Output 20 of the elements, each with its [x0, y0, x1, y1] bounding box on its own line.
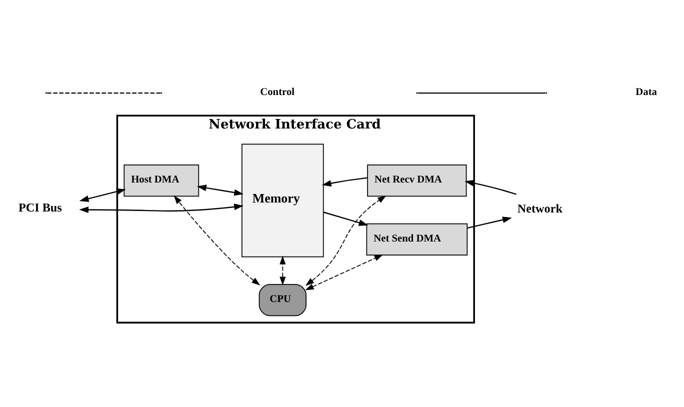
arrow: [305, 196, 386, 286]
arrow: [79, 204, 244, 213]
node-box: Net Send DMA: [366, 223, 468, 256]
arrow: [280, 256, 286, 286]
node-box: Net Recv DMA: [367, 164, 467, 197]
arrow: [323, 212, 368, 226]
node-box: Memory: [242, 144, 324, 258]
arrow: [322, 177, 368, 187]
node-text: PCI Bus: [18, 200, 62, 214]
node-box: CPU: [258, 284, 306, 316]
arrow: [305, 254, 384, 290]
arrow: [174, 195, 260, 286]
arrow: [196, 184, 244, 196]
legend-label: Control: [260, 86, 295, 98]
arrow: [79, 188, 126, 202]
arrow: [467, 216, 512, 229]
legend-label: Data: [636, 86, 657, 98]
node-box: Host DMA: [124, 164, 200, 197]
node-text: Network: [517, 201, 562, 216]
arrow: [464, 180, 516, 195]
